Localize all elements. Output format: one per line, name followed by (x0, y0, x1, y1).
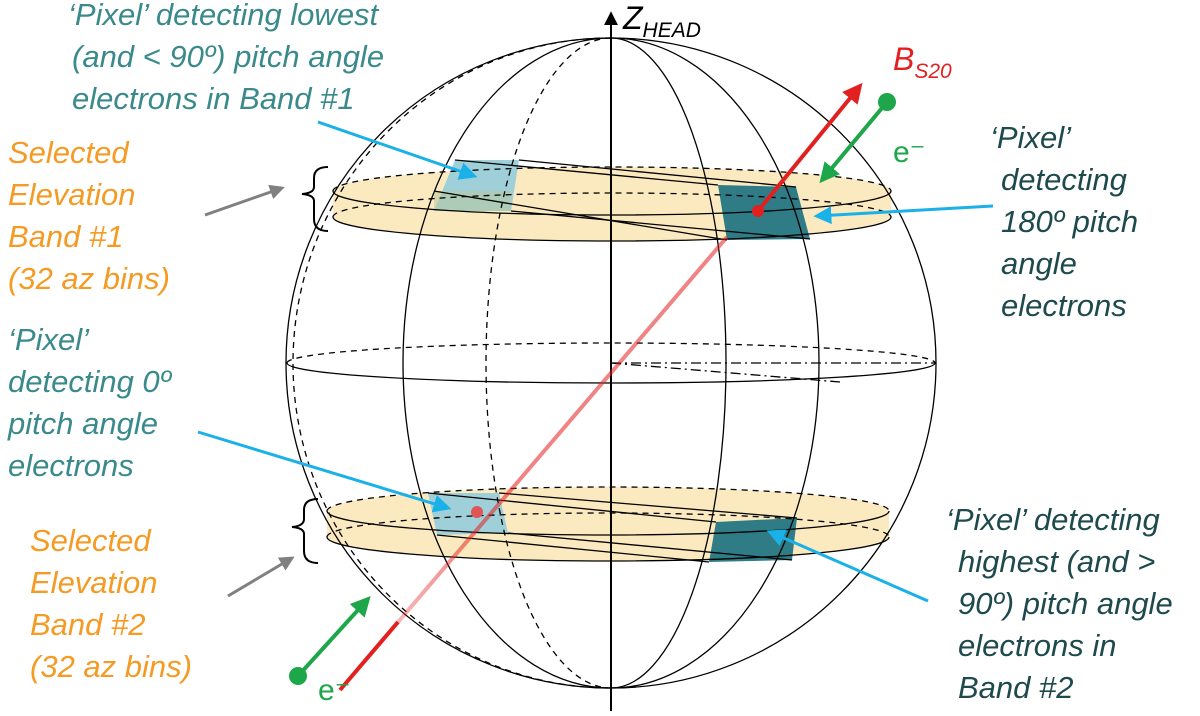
label-pixel-0: ‘Pixel’ detecting 0º pitch angle electro… (7, 322, 180, 483)
label-band2: Selected Elevation Band #2 (32 az bins) (30, 523, 192, 684)
label-highest-pixel: ‘Pixel’ detecting highest (and > 90º) pi… (946, 502, 1181, 705)
electron-bottom-dot (289, 667, 307, 685)
connector-6 (498, 492, 798, 519)
b-field-line (338, 235, 729, 692)
connector-2 (518, 159, 797, 188)
electron-bottom-label: e⁻ (318, 674, 351, 707)
electron-top-arrow (819, 100, 889, 184)
band2-bottom-back (326, 512, 890, 538)
band2-top-back (326, 486, 890, 512)
band2-bottom-front (326, 536, 890, 562)
b-field-line-tail (338, 620, 400, 692)
b-field-arrow (756, 82, 863, 213)
label-pixel-180: ‘Pixel’ detecting 180º pitch angle elect… (990, 120, 1147, 323)
pointer-lowest-arrow (317, 120, 478, 180)
electron-bottom-arrow (296, 596, 371, 678)
band1-bracket (301, 166, 329, 232)
gray-arrow-band1 (204, 184, 285, 217)
band2-top-front (326, 510, 890, 536)
z-head-label: ZHEAD (622, 0, 701, 42)
connector-7 (436, 534, 710, 563)
label-lowest-pixel: ‘Pixel’ detecting lowest (and < 90º) pit… (68, 0, 393, 116)
pixel0-dot (471, 506, 483, 518)
meridian-right (610, 37, 727, 689)
electron-top-label: e⁻ (893, 136, 926, 169)
gray-arrow-band2 (227, 556, 295, 598)
connector-3 (433, 190, 728, 241)
pointer-0-arrow (197, 430, 452, 513)
connector-4 (510, 210, 811, 240)
label-band1: Selected Elevation Band #1 (32 az bins) (8, 135, 170, 296)
b-field-origin-dot (752, 205, 764, 217)
meridian-back-right (485, 37, 612, 689)
connector-8 (507, 532, 793, 561)
meridian-back-left (292, 37, 612, 689)
band1-top-back (332, 166, 892, 192)
b-s20-label: BS20 (893, 41, 952, 83)
band2-bracket (291, 498, 319, 564)
pixel-lowest-band1-lower (434, 191, 511, 211)
pointer-highest-arrow (766, 529, 929, 603)
equator-radius-2 (610, 362, 841, 383)
electron-top-dot (878, 93, 896, 111)
pixel-highest-band2 (709, 518, 797, 562)
connector-5 (427, 492, 717, 523)
band1-bottom-back (332, 192, 892, 218)
pointer-180-arrow (813, 204, 994, 225)
connector-1 (454, 159, 719, 186)
pixel-180 (718, 185, 810, 240)
